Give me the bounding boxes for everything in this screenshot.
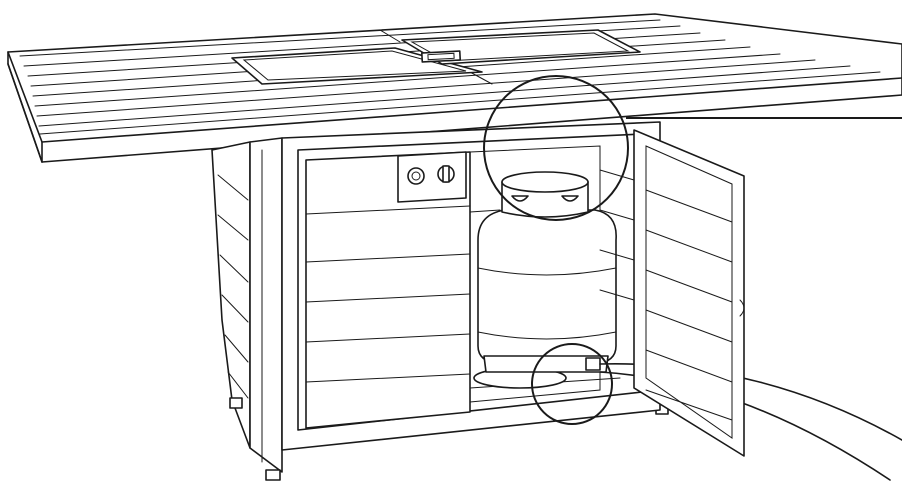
callout-circles	[483, 75, 902, 425]
callout-hose-outlet	[531, 343, 613, 425]
table-top-slats	[19, 19, 881, 135]
cabinet-door	[599, 129, 745, 457]
table-top	[7, 13, 902, 163]
propane-tank	[473, 171, 617, 389]
callout-valve	[483, 75, 629, 221]
burner-panel	[231, 29, 641, 85]
